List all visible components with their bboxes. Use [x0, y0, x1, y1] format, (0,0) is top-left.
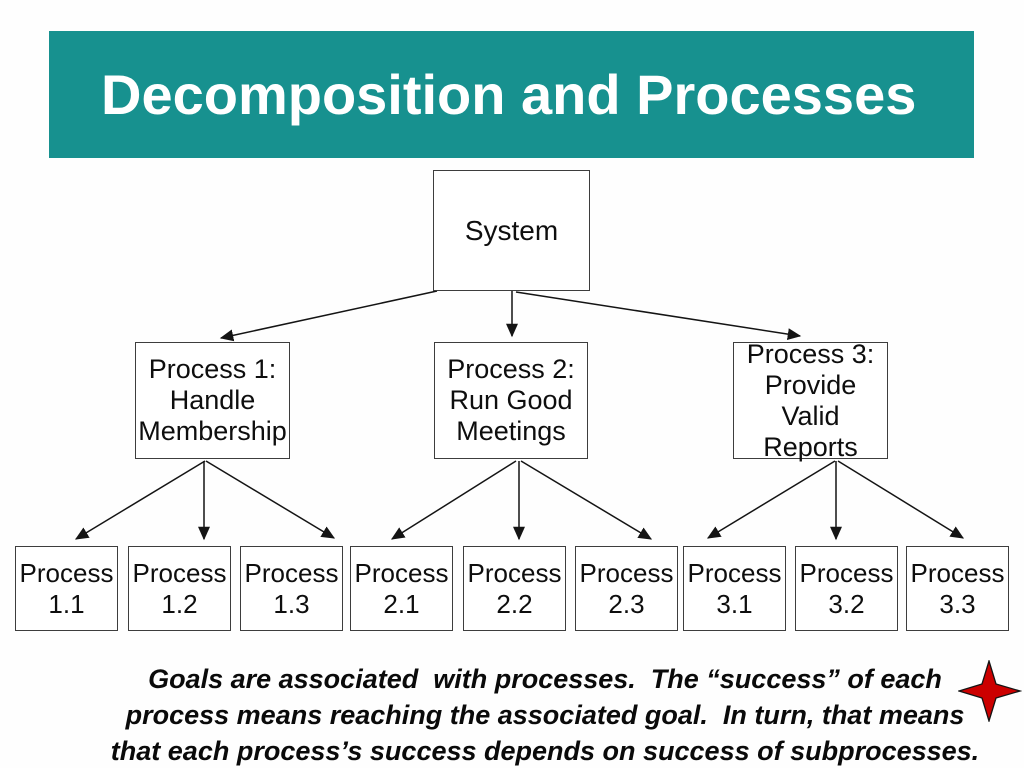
- footer-line: that each process’s success depends on s…: [110, 736, 980, 766]
- node-label-line: Process: [579, 557, 674, 588]
- node-process-2-2: Process 2.2: [463, 546, 566, 631]
- node-label-line: 1.3: [273, 588, 310, 619]
- node-label-line: Process 1:: [148, 354, 277, 384]
- node-process-3-3: Process 3.3: [906, 546, 1009, 631]
- footer-caption: Goals are associated with processes. The…: [60, 661, 1024, 768]
- node-label-line: Membership: [138, 416, 287, 446]
- node-label-line: Handle: [169, 385, 256, 415]
- node-process-3-1: Process 3.1: [683, 546, 786, 631]
- node-label-line: Process: [687, 557, 782, 588]
- node-label-line: Process 3:: [746, 338, 875, 369]
- node-label-line: 3.1: [716, 588, 753, 619]
- node-label: System: [464, 214, 559, 246]
- node-label-line: Process 2:: [447, 354, 575, 384]
- footer-line: Goals are associated with processes. The…: [148, 664, 942, 694]
- node-process-1-1: Process 1.1: [15, 546, 118, 631]
- star-shape: [958, 660, 1022, 722]
- arrow-p2-21: [390, 460, 517, 540]
- star-icon: [958, 660, 1022, 722]
- node-label-line: 1.2: [161, 588, 198, 619]
- node-label-line: 3.2: [828, 588, 865, 619]
- node-process-2: Process 2: Run Good Meetings: [434, 342, 588, 459]
- node-label-line: Process: [244, 557, 339, 588]
- node-process-3-2: Process 3.2: [795, 546, 898, 631]
- node-process-1: Process 1: Handle Membership: [135, 342, 290, 459]
- node-process-2-1: Process 2.1: [350, 546, 453, 631]
- node-label-line: 2.1: [383, 588, 420, 619]
- title-banner: Decomposition and Processes: [49, 31, 974, 158]
- node-label-line: Reports: [763, 431, 858, 462]
- node-process-1-3: Process 1.3: [240, 546, 343, 631]
- node-label-line: Provide Valid: [764, 369, 857, 431]
- node-label-line: 3.3: [939, 588, 976, 619]
- arrow-p2-23: [520, 460, 653, 540]
- node-label-line: 2.2: [496, 588, 533, 619]
- node-process-3: Process 3: Provide Valid Reports: [733, 338, 888, 462]
- node-label-line: Process: [910, 557, 1005, 588]
- node-label-line: Meetings: [456, 416, 566, 446]
- node-label-line: 2.3: [608, 588, 645, 619]
- arrow-system-p3: [515, 291, 802, 341]
- arrow-system-p1: [219, 290, 438, 342]
- footer-line: process means reaching the associated go…: [125, 700, 965, 730]
- node-process-1-2: Process 1.2: [128, 546, 231, 631]
- slide-title: Decomposition and Processes: [101, 63, 917, 126]
- arrow-p1-13: [205, 460, 336, 539]
- arrow-p1-11: [74, 460, 206, 540]
- node-system: System: [433, 170, 590, 291]
- node-label-line: 1.1: [48, 588, 85, 619]
- node-label-line: Process: [799, 557, 894, 588]
- arrow-p3-31: [706, 460, 836, 539]
- node-label-line: Process: [132, 557, 227, 588]
- node-label-line: Process: [467, 557, 562, 588]
- node-label-line: Process: [354, 557, 449, 588]
- node-process-2-3: Process 2.3: [575, 546, 678, 631]
- arrow-p3-33: [837, 460, 965, 539]
- node-label-line: Process: [19, 557, 114, 588]
- node-label-line: Run Good: [449, 385, 573, 415]
